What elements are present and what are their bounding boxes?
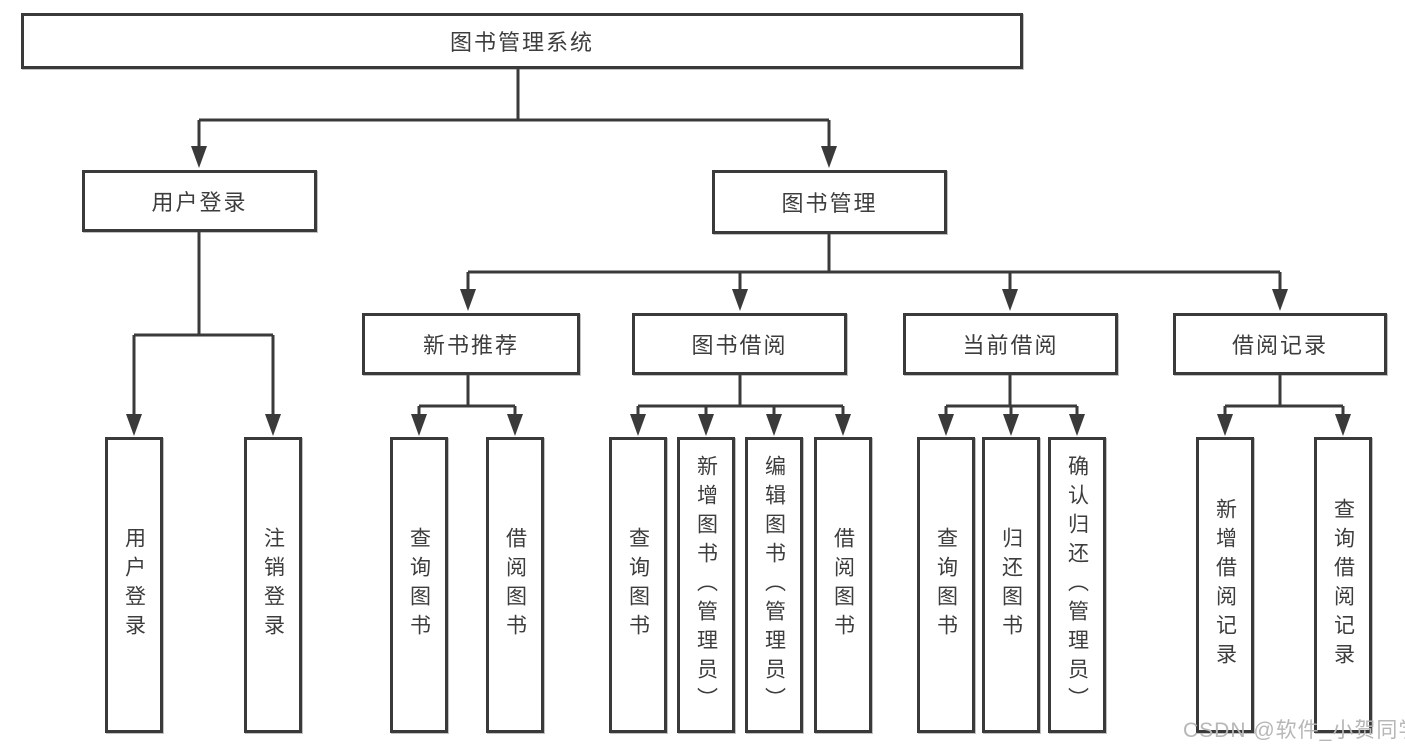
leaf-logout: 注销登录 (244, 437, 302, 733)
leaf-query-borrow-record: 查询借阅记录 (1314, 437, 1372, 733)
node-label: 新增图书（管理员） (694, 454, 718, 716)
node-user-login-group: 用户登录 (82, 170, 317, 232)
leaf-confirm-return-admin: 确认归还（管理员） (1048, 437, 1106, 733)
node-label: 图书借阅 (691, 333, 788, 358)
node-book-borrowing: 图书借阅 (632, 313, 847, 375)
leaf-query-books-borrowing: 查询图书 (609, 437, 667, 733)
node-label: 新书推荐 (422, 333, 519, 358)
node-borrow-records: 借阅记录 (1173, 313, 1387, 375)
node-new-book-recommend: 新书推荐 (362, 313, 580, 375)
node-label: 查询图书 (626, 527, 650, 643)
arrowheads (126, 146, 1351, 436)
node-label: 编辑图书（管理员） (762, 454, 786, 716)
node-label: 查询图书 (407, 527, 431, 643)
leaf-add-book-admin: 新增图书（管理员） (677, 437, 735, 733)
node-label: 确认归还（管理员） (1065, 454, 1089, 716)
node-book-management: 图书管理 (712, 170, 947, 234)
node-label: 查询图书 (934, 527, 958, 643)
node-library-system: 图书管理系统 (21, 13, 1023, 69)
node-label: 借阅图书 (831, 527, 855, 643)
node-label: 借阅图书 (503, 527, 527, 643)
leaf-query-books-current: 查询图书 (917, 437, 975, 733)
leaf-edit-book-admin: 编辑图书（管理员） (745, 437, 803, 733)
node-label: 当前借阅 (962, 333, 1059, 358)
node-label: 注销登录 (261, 527, 285, 643)
node-current-borrowing: 当前借阅 (903, 313, 1118, 375)
leaf-add-borrow-record: 新增借阅记录 (1196, 437, 1254, 733)
leaf-return-books: 归还图书 (982, 437, 1040, 733)
leaf-borrow-books: 借阅图书 (814, 437, 872, 733)
node-label: 图书管理 (781, 191, 878, 216)
connector-lines (132, 69, 1345, 419)
leaf-borrow-books-recommend: 借阅图书 (486, 437, 544, 733)
node-label: 新增借阅记录 (1213, 498, 1237, 672)
csdn-watermark: CSDN @软件_小贺同学 (1183, 719, 1405, 742)
node-label: 查询借阅记录 (1331, 498, 1355, 672)
node-label: 归还图书 (999, 527, 1023, 643)
node-label: 借阅记录 (1231, 333, 1328, 358)
leaf-query-books-recommend: 查询图书 (390, 437, 448, 733)
node-label: 图书管理系统 (449, 30, 594, 55)
leaf-user-login: 用户登录 (105, 437, 163, 733)
node-label: 用户登录 (151, 190, 248, 215)
node-label: 用户登录 (122, 527, 146, 643)
